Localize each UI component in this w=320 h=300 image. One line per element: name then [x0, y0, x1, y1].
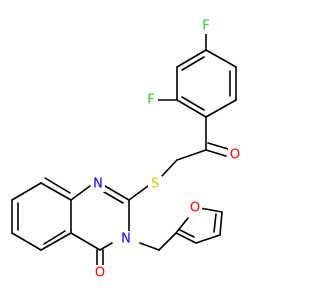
bond — [70, 232, 101, 251]
bond — [176, 99, 207, 118]
bond — [40, 182, 72, 201]
bond — [40, 232, 72, 251]
atom-label: N — [121, 232, 131, 247]
carbonyl-oxygen-atom: O — [93, 265, 107, 281]
bond — [195, 234, 221, 244]
bond — [139, 242, 160, 251]
atom-label: O — [190, 201, 200, 216]
bond — [104, 185, 130, 201]
bond — [219, 211, 223, 236]
fluorine-atom-top: F — [199, 18, 213, 34]
bond — [175, 217, 189, 234]
bond — [181, 96, 205, 111]
bond — [176, 149, 207, 161]
bond — [213, 213, 217, 233]
bond — [44, 177, 71, 194]
fluorine-atom-left: F — [144, 92, 158, 108]
atom-label: S — [151, 177, 159, 192]
bond — [179, 229, 195, 238]
bond — [175, 232, 197, 244]
bond — [205, 49, 237, 68]
bond — [11, 182, 42, 201]
bond — [99, 242, 113, 251]
ketone-oxygen-atom: O — [228, 147, 242, 163]
furan-oxygen-atom: O — [188, 200, 202, 216]
atom-label: N — [93, 177, 103, 192]
bond — [43, 230, 66, 245]
nitrogen-atom-1: N — [91, 176, 105, 192]
bond — [128, 185, 149, 201]
bond — [181, 56, 205, 71]
atom-label: F — [147, 93, 154, 108]
bond — [103, 191, 124, 204]
bond — [205, 99, 237, 118]
bond — [158, 232, 177, 251]
bond — [11, 232, 42, 251]
atom-label: O — [95, 266, 105, 281]
bond — [70, 185, 91, 201]
molecule-structure: F F O S N N O O — [11, 18, 242, 281]
nitrogen-atom-3: N — [119, 231, 133, 247]
bond — [207, 142, 229, 150]
sulfur-atom: S — [148, 176, 162, 192]
bond-layer — [11, 33, 237, 267]
bond — [205, 149, 227, 157]
bond — [176, 49, 207, 68]
bond — [161, 159, 178, 177]
atom-label: O — [230, 148, 240, 163]
bond — [199, 207, 223, 213]
atom-label: F — [202, 19, 209, 34]
atom-label-layer: F F O S N N O O — [91, 18, 242, 281]
